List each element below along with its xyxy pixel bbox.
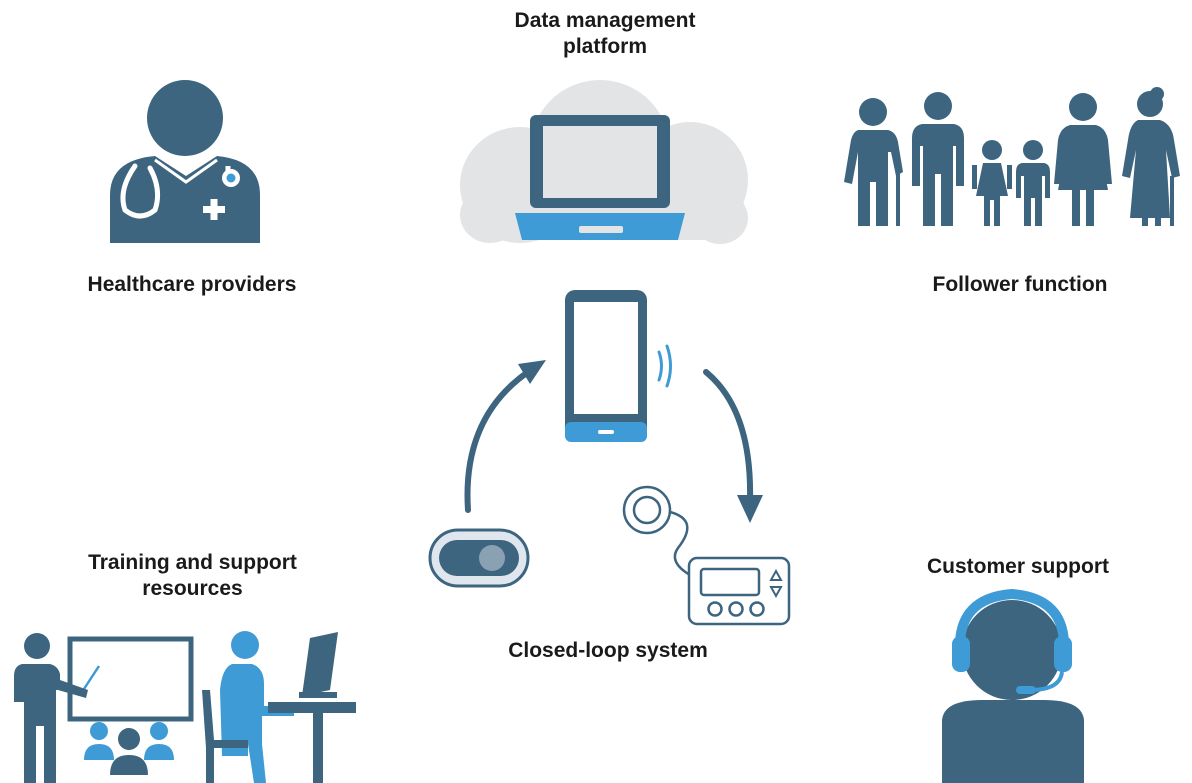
data-platform-label-line1: Data management	[514, 9, 696, 32]
closed-loop-system	[428, 290, 791, 626]
data-platform-label-line2: platform	[563, 35, 647, 58]
closed-loop-label: Closed-loop system	[508, 639, 708, 662]
smartphone-icon	[565, 290, 647, 442]
follower-label: Follower function	[932, 273, 1108, 296]
training-icon	[14, 631, 356, 783]
whiteboard-icon	[67, 636, 194, 722]
laptop-icon	[515, 115, 685, 240]
family-icon	[844, 87, 1180, 226]
arrow-up-head	[518, 360, 546, 384]
insulin-pump-icon	[687, 556, 791, 626]
infusion-set-icon	[622, 485, 691, 577]
audience-icon	[84, 722, 174, 775]
woman-figure	[1054, 93, 1112, 226]
training-label: Training and support resources	[55, 550, 330, 602]
teacher-figure	[14, 633, 88, 783]
girl-figure	[972, 140, 1012, 226]
data-platform-label: Data management platform	[470, 8, 740, 60]
elderly-woman-figure	[1122, 87, 1180, 226]
headset-agent-icon	[942, 588, 1084, 783]
cycle-arrow-icon	[464, 360, 763, 523]
arrow-down-head	[737, 495, 763, 523]
pointer-icon	[80, 665, 101, 693]
cgm-sensor-icon	[428, 528, 530, 588]
student-at-desk-figure	[202, 631, 356, 783]
cloud-laptop-icon	[460, 80, 748, 244]
elderly-man-figure	[844, 98, 903, 226]
adult-man-figure	[912, 92, 964, 226]
healthcare-label: Healthcare providers	[87, 273, 297, 296]
customer-label: Customer support	[926, 555, 1109, 578]
boy-figure	[1016, 140, 1050, 226]
doctor-icon	[110, 80, 260, 243]
training-label-line2: resources	[142, 577, 243, 600]
training-label-line1: Training and support	[88, 551, 297, 574]
wireless-signal-icon	[657, 344, 672, 388]
